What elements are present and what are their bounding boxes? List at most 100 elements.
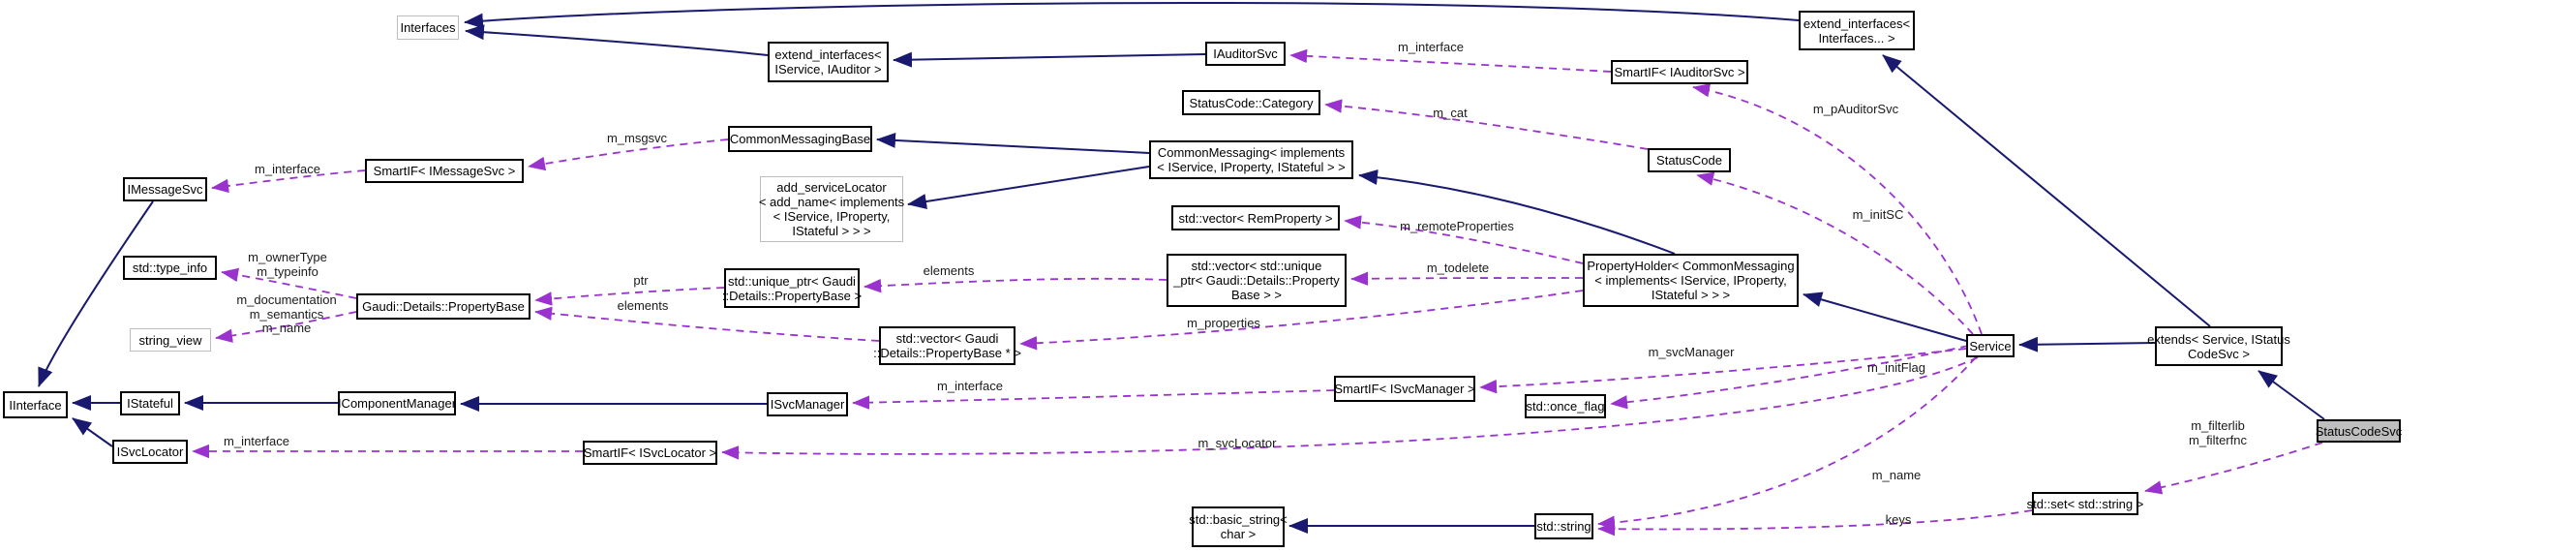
edge-propertybase-to-type-info [221, 267, 357, 299]
edge-extends-service-istatuscodesvc-to-extend-interfaces-interfaces [1882, 54, 2211, 327]
node-label-line: extends< Service, IStatus [2147, 331, 2290, 347]
edge-label-line: m_pAuditorSvc [1812, 102, 1899, 116]
node-label-line: < add_name< implements [758, 195, 905, 209]
node-label-line: Interfaces... > [1818, 30, 1895, 46]
node-label-line: IService, IAuditor > [774, 62, 882, 77]
node-service[interactable]: Service [1966, 334, 2015, 357]
node-imessagesvc[interactable]: IMessageSvc [123, 177, 207, 201]
edge-propertyholder-to-vector-remproperty [1344, 215, 1584, 264]
node-std-string[interactable]: std::string [1534, 513, 1593, 539]
node-label-line: IAuditorSvc [1213, 46, 1278, 61]
node-isvcmanager[interactable]: ISvcManager [767, 392, 848, 416]
node-label-line: IStateful [127, 396, 173, 411]
edge-extends-service-istatuscodesvc-to-service [2018, 336, 2156, 353]
node-istateful[interactable]: IStateful [120, 391, 180, 415]
edge-isvclocator-to-iinterface [72, 417, 113, 447]
edge-label-line: m_filterfnc [2189, 432, 2247, 447]
edge-label-ptr: ptr [633, 273, 648, 289]
edge-extend-interfaces-interfaces-to-interfaces [464, 1, 1800, 29]
node-label-line: CommonMessaging< implements [1157, 145, 1346, 160]
node-propertyholder[interactable]: PropertyHolder< CommonMessaging< impleme… [1583, 254, 1799, 307]
edge-label-line: m_initFlag [1867, 360, 1925, 375]
node-set-std-string[interactable]: std::set< std::string > [2027, 492, 2143, 515]
node-label-line: SmartIF< ISvcLocator > [583, 445, 717, 460]
node-statuscode-category[interactable]: StatusCode::Category [1182, 90, 1320, 115]
node-label-line: extend_interfaces< [1803, 15, 1911, 31]
node-label-line: std::vector< RemProperty > [1178, 210, 1333, 226]
node-smartif-iauditorsvc[interactable]: SmartIF< IAuditorSvc > [1611, 60, 1748, 84]
node-smartif-imessagesvc[interactable]: SmartIF< IMessageSvc > [365, 159, 524, 183]
edge-label-line: m_ownerType [248, 250, 327, 264]
edge-label-m-pauditorsvc: m_pAuditorSvc [1812, 102, 1899, 117]
edge-vector-uniqueptr-to-unique-ptr [864, 277, 1167, 293]
node-type-info[interactable]: std::type_info [123, 256, 217, 280]
node-basic-string-char[interactable]: std::basic_string<char > [1189, 506, 1288, 547]
node-label-line: IStateful > > > [792, 224, 871, 238]
edge-statuscode-to-statuscode-category [1324, 99, 1649, 150]
edge-statuscodesvc-to-extends-service-istatuscodesvc [2258, 370, 2325, 420]
edge-smartif-iauditorsvc-to-iauditorsvc [1289, 48, 1612, 73]
edge-label-line: m_interface [224, 434, 289, 448]
edge-label-line: elements [923, 263, 975, 278]
edge-label-m-properties: m_properties [1187, 316, 1260, 331]
node-string-view[interactable]: string_view [130, 328, 211, 352]
node-smartif-isvcmanager[interactable]: SmartIF< ISvcManager > [1334, 376, 1475, 402]
node-label-line: StatusCode::Category [1189, 95, 1314, 110]
node-label-line: _ptr< Gaudi::Details::Property [1173, 273, 1340, 288]
edge-extend-interfaces-iservice-iauditor-to-interfaces [465, 24, 769, 56]
node-commonmessagingbase[interactable]: CommonMessagingBase [728, 126, 872, 152]
node-iauditorsvc[interactable]: IAuditorSvc [1205, 42, 1286, 66]
node-isvclocator[interactable]: ISvcLocator [112, 440, 188, 464]
node-unique-ptr[interactable]: std::unique_ptr< Gaudi::Details::Propert… [722, 268, 862, 308]
edge-propertybase-to-string-view [215, 311, 357, 343]
edge-label-line: m_initSC [1852, 207, 1904, 222]
edge-label-line: keys [1885, 512, 1912, 527]
edge-label-line: m_filterlib [2191, 418, 2245, 433]
node-extend-interfaces-iservice-iauditor[interactable]: extend_interfaces<IService, IAuditor > [768, 42, 889, 82]
edge-label-m-msgsvc: m_msgsvc [607, 131, 667, 146]
edge-label-m-initsc: m_initSC [1852, 207, 1904, 223]
node-propertybase[interactable]: Gaudi::Details::PropertyBase [356, 293, 530, 320]
edge-commonmessagingbase-to-smartif-imessagesvc [528, 138, 729, 171]
node-label-line: std::vector< Gaudi [895, 331, 999, 346]
node-label-line: CodeSvc > [2188, 346, 2250, 361]
node-statuscode[interactable]: StatusCode [1648, 148, 1731, 172]
node-label-line: std::type_info [132, 261, 208, 275]
edge-service-to-smartif-isvclocator [721, 356, 1979, 460]
node-label-line: ::Details::PropertyBase * > [873, 346, 1021, 360]
node-label-line: IInterface [9, 397, 62, 413]
edge-set-std-string-to-std-string [1597, 509, 2033, 537]
node-once-flag[interactable]: std::once_flag [1525, 394, 1606, 418]
node-label-line: Service [1969, 338, 2012, 353]
node-label-line: SmartIF< IAuditorSvc > [1614, 65, 1745, 79]
node-label-line: string_view [138, 332, 202, 348]
node-label-line: CommonMessagingBase [729, 132, 871, 146]
node-interfaces[interactable]: Interfaces [397, 15, 459, 40]
node-vector-uniqueptr[interactable]: std::vector< std::unique_ptr< Gaudi::Det… [1167, 254, 1347, 307]
edge-propertyholder-to-commonmessaging [1358, 169, 1676, 255]
node-commonmessaging[interactable]: CommonMessaging< implements< IService, I… [1149, 140, 1353, 179]
edge-imessagesvc-to-iinterface [38, 200, 154, 387]
edge-label-m-cat: m_cat [1433, 106, 1467, 121]
node-extend-interfaces-interfaces[interactable]: extend_interfaces<Interfaces... > [1799, 11, 1915, 50]
edge-commonmessaging-to-commonmessagingbase [876, 132, 1150, 154]
edge-label-m-todelete: m_todelete [1427, 261, 1489, 276]
node-smartif-isvclocator[interactable]: SmartIF< ISvcLocator > [583, 441, 717, 465]
edge-label-m-interface: m_interface [255, 162, 320, 177]
node-vector-remproperty[interactable]: std::vector< RemProperty > [1171, 205, 1340, 230]
edge-label-line: m_todelete [1426, 261, 1490, 275]
node-statuscodesvc: StatusCodeSvc [2316, 419, 2402, 443]
node-icomponentmanager[interactable]: IComponentManager [338, 391, 456, 415]
node-label-line: char > [1220, 527, 1257, 541]
node-label-line: std::string [1536, 519, 1591, 534]
node-add-servicelocator[interactable]: add_serviceLocator< add_name< implements… [758, 176, 905, 242]
node-vector-propertybase-ptr[interactable]: std::vector< Gaudi::Details::PropertyBas… [873, 326, 1021, 365]
node-iinterface[interactable]: IInterface [3, 391, 68, 418]
edge-commonmessaging-to-add-servicelocator [907, 166, 1150, 209]
edge-label-elements: elements [923, 263, 975, 279]
node-label-line: PropertyHolder< CommonMessaging [1587, 259, 1795, 273]
edge-label-line: m_typeinfo [257, 263, 318, 279]
edge-propertyholder-to-vector-propertybase-ptr [1019, 290, 1584, 351]
